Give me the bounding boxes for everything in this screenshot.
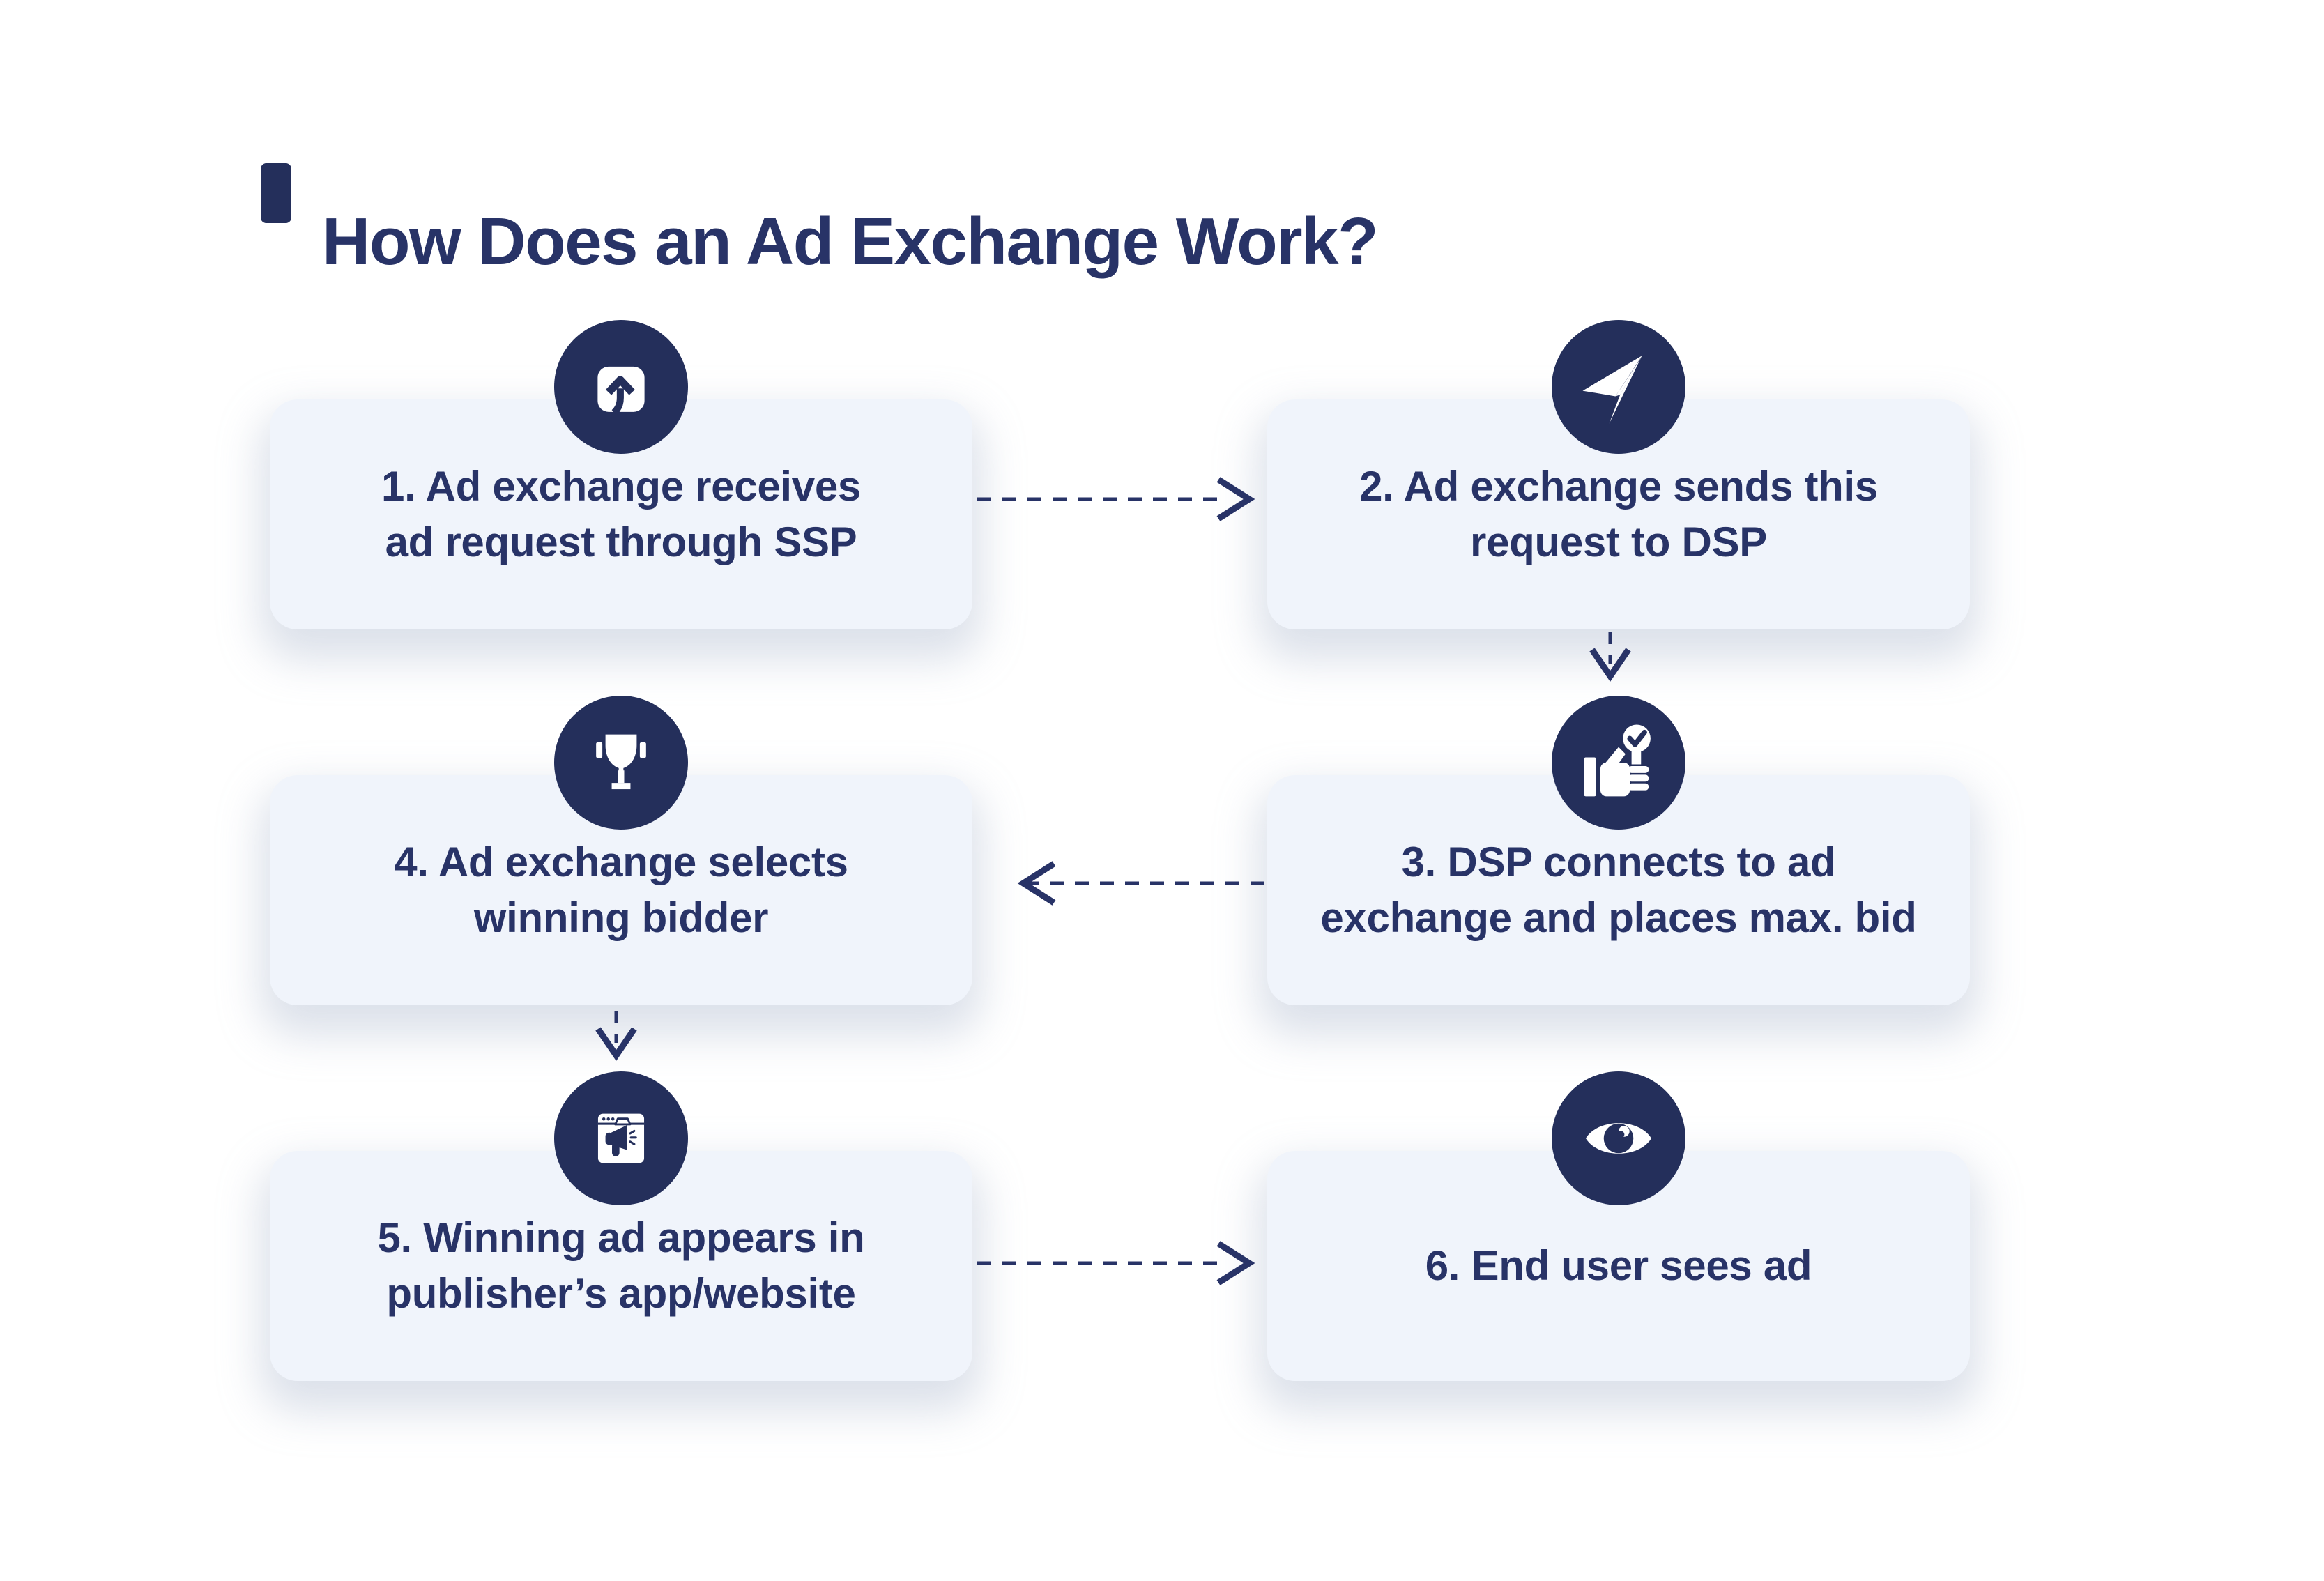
arrow-step5-to-step6	[977, 1241, 1255, 1285]
browser-ad-megaphone-icon	[554, 1071, 688, 1205]
step-4-label: 4. Ad exchange selects winning bidder	[394, 839, 848, 941]
step-6-label: 6. End user sees ad	[1425, 1242, 1812, 1289]
arrow-step4-to-step5	[595, 1011, 637, 1061]
step-6-card: 6. End user sees ad	[1267, 1071, 1970, 1381]
arrow-step2-to-step3	[1589, 632, 1631, 682]
paper-plane-send-icon	[1552, 320, 1685, 454]
ad-request-upload-icon	[554, 320, 688, 454]
step-2-label: 2. Ad exchange sends this request to DSP	[1359, 463, 1878, 565]
page-title: How Does an Ad Exchange Work?	[322, 204, 1379, 280]
step-4-card: 4. Ad exchange selects winning bidder	[270, 696, 972, 1005]
step-2-card: 2. Ad exchange sends this request to DSP	[1267, 320, 1970, 629]
browser-ad-megaphone-glyph	[597, 1113, 645, 1163]
eye-glyph	[1585, 1123, 1652, 1154]
step-3-label: 3. DSP connects to ad exchange and place…	[1320, 839, 1917, 941]
ad-request-upload-glyph	[597, 366, 645, 415]
paper-plane-glyph	[1582, 356, 1642, 424]
arrow-step1-to-step2	[977, 477, 1255, 521]
step-3-card: 3. DSP connects to ad exchange and place…	[1267, 696, 1970, 1005]
trophy-icon	[554, 696, 688, 830]
hand-bid-check-icon	[1552, 696, 1685, 830]
title-accent-bar	[261, 163, 291, 223]
step-1-card: 1. Ad exchange receives ad request throu…	[270, 320, 972, 629]
hand-bid-check-glyph	[1584, 724, 1651, 797]
step-5-label: 5. Winning ad appears in publisher’s app…	[377, 1214, 865, 1317]
trophy-glyph	[596, 734, 646, 790]
step-5-card: 5. Winning ad appears in publisher’s app…	[270, 1071, 972, 1381]
arrow-step3-to-step4	[1017, 861, 1264, 906]
step-1-label: 1. Ad exchange receives ad request throu…	[381, 463, 861, 565]
eye-icon	[1552, 1071, 1685, 1205]
